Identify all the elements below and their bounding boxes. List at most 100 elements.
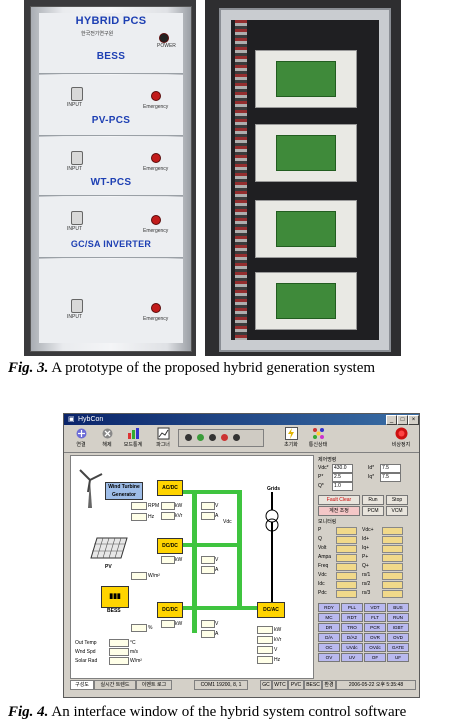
emergency-button-icon [151, 153, 161, 163]
status-flag: UF [387, 653, 409, 662]
pcb-module [276, 283, 336, 319]
wind-speed-value [109, 648, 129, 656]
disconnect-icon [102, 428, 112, 439]
monitor-value [382, 572, 403, 580]
cabinet-front: HYBRID PCS 한국전기연구원 POWER BESS INPUT Emer… [30, 6, 192, 352]
monitor-label: Vdc+ [362, 527, 374, 533]
tab-event-log[interactable]: 이벤트 로그 [136, 680, 172, 690]
monitor-label: Vdc [318, 572, 327, 578]
dc-bus-line [237, 490, 242, 610]
rack-frame [219, 8, 391, 352]
monitor-title: 모니터링 [318, 519, 337, 525]
grid-kw-value [257, 626, 273, 634]
maximize-button[interactable]: □ [397, 415, 408, 425]
pv-label: PV [105, 564, 112, 570]
tab-diagram[interactable]: 구성도 [70, 680, 94, 690]
battery-icon: ▮▮▮ [101, 586, 129, 608]
mode-adjust-button[interactable]: 계전 조정 [318, 506, 360, 516]
reset-button[interactable]: 초기화 [278, 427, 304, 450]
id-ref-input[interactable]: 7.5 [380, 464, 401, 473]
minimize-button[interactable]: _ [386, 415, 397, 425]
kw-unit: kW [274, 627, 282, 633]
pcs-board [255, 272, 357, 330]
disconnect-button[interactable]: 해제 [94, 427, 120, 450]
monitor-value [382, 563, 403, 571]
status-flag: D/A [318, 633, 340, 642]
figure-3-text: A prototype of the proposed hybrid gener… [48, 360, 376, 376]
emergency-button-icon [151, 303, 161, 313]
panel-hybrid-pcs: HYBRID PCS 한국전기연구원 POWER BESS [39, 13, 183, 74]
status-flag: GATE [387, 643, 409, 652]
wind-speed-label: Wnd Spd [75, 649, 96, 655]
panel-title-pv-pcs: PV-PCS [91, 115, 131, 126]
pcb-module [276, 211, 336, 247]
hz-unit: Hz [274, 657, 281, 663]
emergency-button-icon [151, 91, 161, 101]
status-lamp-panel [178, 429, 264, 447]
wind-turbine-icon [79, 469, 103, 508]
vcm-button[interactable]: VCM [386, 506, 408, 516]
monitor-value [336, 581, 357, 589]
dc-bus-line [192, 490, 197, 633]
panel-title-bess: BESS [96, 51, 126, 62]
bess-v-value [201, 620, 215, 628]
status-datetime: 2006-05-22 오후 5:35:48 [336, 680, 416, 690]
lightning-icon [284, 427, 298, 440]
pcb-module [276, 61, 336, 97]
figure-4-label: Fig. 4. [8, 704, 49, 720]
status-flag: OC [318, 643, 340, 652]
emergency-label: Emergency [143, 228, 169, 234]
v-unit: V [274, 647, 278, 653]
stop-button[interactable]: Stop [386, 495, 408, 505]
pcm-button[interactable]: PCM [362, 506, 384, 516]
vdc-ref-input[interactable]: 430.0 [332, 464, 353, 473]
grid-v-value [257, 646, 273, 654]
monitor-label: Volt [318, 545, 327, 551]
emergency-stop-button[interactable]: 비상정지 [388, 427, 414, 450]
pv-panel-icon [90, 537, 128, 559]
percent-unit: % [148, 625, 153, 631]
app-icon: ▣ [68, 416, 75, 423]
tab-realtime-trend[interactable]: 실시간 트렌드 [94, 680, 136, 690]
dc-bus-line [171, 606, 259, 610]
comm-status-button[interactable]: 통신상태 [305, 427, 331, 450]
monitor-value [382, 590, 403, 598]
status-flag: OV [318, 653, 340, 662]
solar-rad-value [109, 657, 129, 665]
rpm-value [131, 502, 147, 510]
graph-button[interactable]: 파그너 [150, 427, 176, 450]
input-label: INPUT [67, 102, 82, 108]
status-flag: VDT [364, 603, 386, 612]
mode-stats-button[interactable]: 모드통계 [120, 427, 146, 450]
iq-ref-input[interactable]: 7.5 [380, 473, 401, 482]
run-button[interactable]: Run [362, 495, 384, 505]
window-titlebar: ▣ HybCon _ □ × [64, 414, 419, 425]
cabinet-front-photo: HYBRID PCS 한국전기연구원 POWER BESS INPUT Emer… [24, 0, 196, 356]
out-temp-label: Out Temp [75, 640, 97, 646]
p-ref-input[interactable]: 2.5 [332, 473, 353, 482]
status-flag: MC [318, 613, 340, 622]
monitor-value [336, 536, 357, 544]
monitor-label: P+ [362, 554, 369, 560]
monitor-label: rs/1 [362, 572, 371, 578]
close-button[interactable]: × [408, 415, 419, 425]
input-socket-icon [71, 87, 83, 101]
monitor-value [336, 563, 357, 571]
v-unit: V [215, 557, 219, 563]
status-flag: FLT [364, 613, 386, 622]
panel-title-wt-pcs: WT-PCS [90, 177, 132, 188]
monitor-value [336, 527, 357, 535]
grid-kvr-value [257, 636, 273, 644]
figure-3-label: Fig. 3. [8, 360, 49, 376]
input-label: INPUT [67, 314, 82, 320]
connect-button[interactable]: 연결 [68, 427, 94, 450]
q-ref-input[interactable]: 1.0 [332, 482, 353, 491]
vdc-ref-label: Vdc* [318, 465, 329, 471]
status-flag: UVdc [341, 643, 363, 652]
fault-clear-button[interactable]: Fault Clear [318, 495, 360, 505]
lamp-icon [197, 434, 204, 441]
bess-soc-value [131, 624, 147, 632]
reset-label: 초기화 [284, 442, 298, 448]
v-unit: V [215, 621, 219, 627]
monitor-label: Id+ [362, 536, 370, 542]
